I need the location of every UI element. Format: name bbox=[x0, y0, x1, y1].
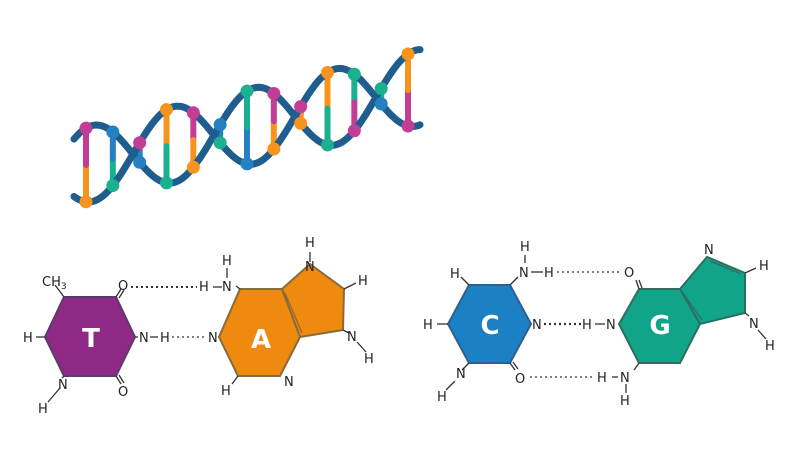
adenine-five-nitrogen-bottom: N bbox=[347, 330, 357, 345]
adenine-hydrogen-bottom: H bbox=[221, 384, 231, 399]
helix-bead bbox=[321, 66, 334, 80]
helix-bead bbox=[240, 84, 254, 98]
adenine-amine-nitrogen: N bbox=[222, 280, 232, 295]
methyl-label: CH3 bbox=[42, 275, 67, 292]
thymine-letter: T bbox=[82, 324, 100, 354]
helix-bead bbox=[106, 178, 120, 192]
helix-bead bbox=[79, 195, 93, 209]
helix-bead bbox=[106, 125, 120, 139]
guanine-nitrogen-bottom: N bbox=[620, 371, 630, 386]
cytosine-amine-nitrogen: N bbox=[519, 266, 529, 281]
guanine-hydrogen-bottom: H bbox=[620, 394, 630, 409]
helix-bead bbox=[160, 176, 173, 190]
helix-bead bbox=[133, 155, 147, 169]
helix-bead bbox=[133, 136, 147, 150]
guanine-five-nitrogen-top: N bbox=[704, 243, 714, 258]
thymine-nitrogen-bottom: N bbox=[58, 378, 68, 393]
cytosine-bonds bbox=[437, 255, 543, 391]
adenine-five-nitrogen-top: N bbox=[305, 260, 315, 275]
cytosine-hydrogen-left: H bbox=[423, 318, 433, 333]
thymine-oxygen-bottom: O bbox=[118, 385, 128, 400]
guanine-bonds bbox=[595, 267, 767, 393]
helix-bead bbox=[374, 82, 388, 96]
helix-bead bbox=[294, 100, 308, 114]
helix-bead bbox=[294, 116, 308, 130]
helix-bead bbox=[160, 103, 173, 117]
guanine-nitrogen-left: N bbox=[606, 318, 616, 333]
guanine-five-nitrogen-bottom: N bbox=[749, 317, 759, 332]
helix-bead bbox=[213, 136, 227, 150]
cytosine-amine-hydrogen-right: H bbox=[544, 266, 554, 281]
cytosine-nitrogen-right: N bbox=[532, 318, 542, 333]
helix-bead bbox=[186, 106, 200, 120]
helix-bead bbox=[79, 121, 93, 135]
cytosine-letter: C bbox=[480, 311, 499, 341]
helix-bead bbox=[321, 138, 334, 152]
cytosine-nitrogen-bottom: N bbox=[456, 367, 466, 382]
helix-bead bbox=[347, 124, 361, 138]
helix-bead bbox=[186, 160, 200, 174]
cytosine-amine-hydrogen-top: H bbox=[520, 240, 530, 255]
helix-bead bbox=[240, 157, 254, 171]
helix-bead bbox=[401, 119, 415, 133]
guanine-hydrogen-bottom-left: H bbox=[597, 371, 607, 386]
guanine-letter: G bbox=[649, 311, 670, 341]
adenine-five-hydrogen-right: H bbox=[358, 274, 368, 289]
helix-bead bbox=[374, 97, 388, 111]
thymine-hydrogen-bottom: H bbox=[38, 402, 48, 417]
helix-bead bbox=[267, 142, 281, 156]
adenine-five-hydrogen-bottom: H bbox=[364, 352, 374, 367]
adenine-nitrogen-bottom: N bbox=[284, 375, 294, 390]
guanine-oxygen-top: O bbox=[624, 266, 634, 281]
cytosine-hydrogen-bottom: H bbox=[437, 390, 447, 405]
adenine-amine-hydrogen-top: H bbox=[222, 254, 232, 269]
thymine-imino-nitrogen: N bbox=[139, 331, 149, 346]
guanine-five-hydrogen-top: H bbox=[759, 259, 769, 274]
dna-double-helix bbox=[70, 46, 424, 209]
adenine-amine-hydrogen: H bbox=[199, 280, 209, 295]
adenine-nitrogen-left: N bbox=[208, 331, 218, 346]
helix-bead bbox=[267, 86, 281, 100]
thymine-bonds bbox=[36, 284, 138, 403]
guanine-hydrogen-left: H bbox=[582, 318, 592, 333]
adenine-letter: A bbox=[251, 325, 271, 355]
helix-bead bbox=[213, 118, 227, 132]
adenine-five-hydrogen-top: H bbox=[305, 236, 315, 251]
thymine-imino-hydrogen: H bbox=[160, 331, 170, 346]
thymine-oxygen-top: O bbox=[118, 279, 128, 294]
helix-bead bbox=[401, 47, 415, 61]
helix-bead bbox=[347, 67, 361, 81]
cytosine-hydrogen-top: H bbox=[450, 267, 460, 282]
cytosine-guanine-pair: C H H N H H N H N O G bbox=[423, 240, 775, 409]
guanine-five-hydrogen-bottom: H bbox=[765, 339, 775, 354]
thymine-adenine-pair: T CH3 O H N H N H O A bbox=[23, 236, 374, 417]
guanine-six-ring bbox=[617, 288, 702, 364]
adenine-six-ring bbox=[217, 288, 302, 377]
cytosine-oxygen-bottom: O bbox=[515, 372, 525, 387]
adenine-bonds bbox=[213, 252, 367, 385]
thymine-ring-hydrogen: H bbox=[23, 331, 33, 346]
